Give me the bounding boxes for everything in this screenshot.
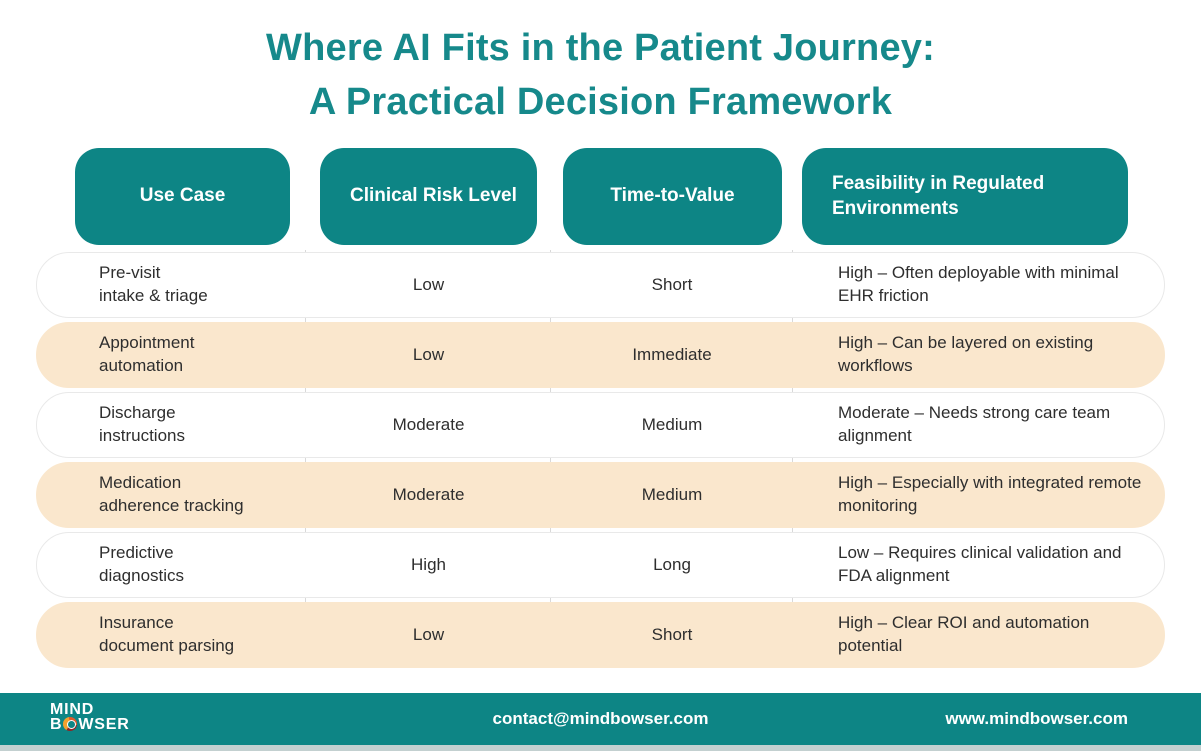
website-link[interactable]: www.mindbowser.com <box>945 709 1128 728</box>
table-row: Insurance document parsing Low Short Hig… <box>36 602 1165 668</box>
clinical-risk-cell: Moderate <box>392 414 465 434</box>
use-case-cell: Medication adherence tracking <box>99 473 244 515</box>
time-to-value-cell: Short <box>651 624 693 644</box>
column-header-use-case: Use Case <box>75 148 290 245</box>
column-divider <box>792 250 793 668</box>
mindbowser-logo-line2: B WSER <box>50 716 130 734</box>
table-row: Pre-visit intake & triage Low Short High… <box>36 252 1165 318</box>
feasibility-cell: High – Especially with integrated remote… <box>838 473 1142 515</box>
footer-bar: MIND B WSER contact@mindbowser.com www.mi… <box>0 693 1201 745</box>
feasibility-cell: Low – Requires clinical validation and F… <box>838 543 1122 585</box>
clinical-risk-cell: Low <box>412 274 445 294</box>
feasibility-cell: High – Often deployable with minimal EHR… <box>838 263 1119 305</box>
table-row: Discharge instructions Moderate Medium M… <box>36 392 1165 458</box>
column-divider <box>305 250 306 668</box>
column-header-feasibility: Feasibility in Regulated Environments <box>802 148 1128 245</box>
column-header-clinical-risk: Clinical Risk Level <box>320 148 537 245</box>
contact-email-link[interactable]: contact@mindbowser.com <box>492 709 709 728</box>
mindbowser-logo-line1: MIND <box>50 701 95 718</box>
feasibility-cell: High – Clear ROI and automation potentia… <box>838 613 1090 655</box>
logo-letter-b: B <box>50 716 63 734</box>
column-header-label: Time-to-Value <box>610 185 735 207</box>
use-case-cell: Pre-visit intake & triage <box>99 263 208 305</box>
use-case-cell: Appointment automation <box>99 333 195 375</box>
feasibility-cell: High – Can be layered on existing workfl… <box>838 333 1094 375</box>
use-case-cell: Insurance document parsing <box>99 613 235 655</box>
time-to-value-cell: Immediate <box>632 344 712 364</box>
logo-letters-wser: WSER <box>78 716 130 734</box>
page-title: Where AI Fits in the Patient Journey: A … <box>0 22 1201 130</box>
table-body: Pre-visit intake & triage Low Short High… <box>36 252 1165 672</box>
use-case-cell: Predictive diagnostics <box>99 543 185 585</box>
time-to-value-cell: Long <box>653 554 691 574</box>
time-to-value-cell: Short <box>651 274 693 294</box>
column-header-label: Feasibility in Regulated Environments <box>832 172 1045 219</box>
column-divider <box>550 250 551 668</box>
table-header: Use Case Clinical Risk Level Time-to-Val… <box>36 148 1165 245</box>
feasibility-cell: Moderate – Needs strong care team alignm… <box>838 403 1111 445</box>
mindbowser-swirl-icon <box>63 717 78 732</box>
bottom-edge-strip <box>0 745 1201 751</box>
time-to-value-cell: Medium <box>641 484 703 504</box>
page-title-line1: Where AI Fits in the Patient Journey: <box>266 27 935 69</box>
clinical-risk-cell: Moderate <box>392 484 465 504</box>
column-header-time-to-value: Time-to-Value <box>563 148 782 245</box>
table-row: Appointment automation Low Immediate Hig… <box>36 322 1165 388</box>
clinical-risk-cell: Low <box>412 344 445 364</box>
use-case-cell: Discharge instructions <box>99 403 185 445</box>
clinical-risk-cell: Low <box>412 624 445 644</box>
column-header-label: Use Case <box>139 185 226 207</box>
page-title-line2: A Practical Decision Framework <box>308 80 893 123</box>
clinical-risk-cell: High <box>411 554 446 574</box>
table-row: Predictive diagnostics High Long Low – R… <box>36 532 1165 598</box>
column-header-label: Clinical Risk Level <box>350 185 517 207</box>
mindbowser-logo: MIND B WSER <box>50 701 130 734</box>
table-row: Medication adherence tracking Moderate M… <box>36 462 1165 528</box>
time-to-value-cell: Medium <box>641 414 703 434</box>
